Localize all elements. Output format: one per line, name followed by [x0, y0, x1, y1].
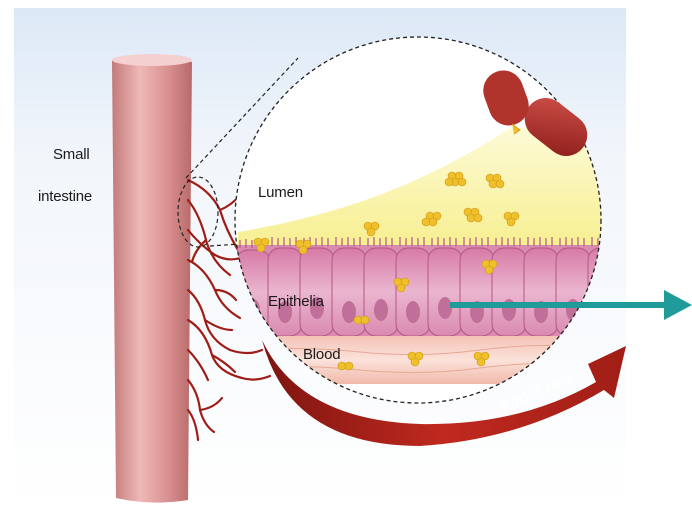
small-label: Small: [53, 146, 90, 163]
epithelial-cells: [230, 237, 622, 340]
small-intestine-tube: [112, 54, 192, 503]
blood-label: Blood: [303, 346, 340, 363]
intestine-label: intestine: [38, 188, 92, 205]
lumen-label: Lumen: [258, 184, 303, 201]
epithelia-label: Epithelia: [268, 293, 324, 310]
